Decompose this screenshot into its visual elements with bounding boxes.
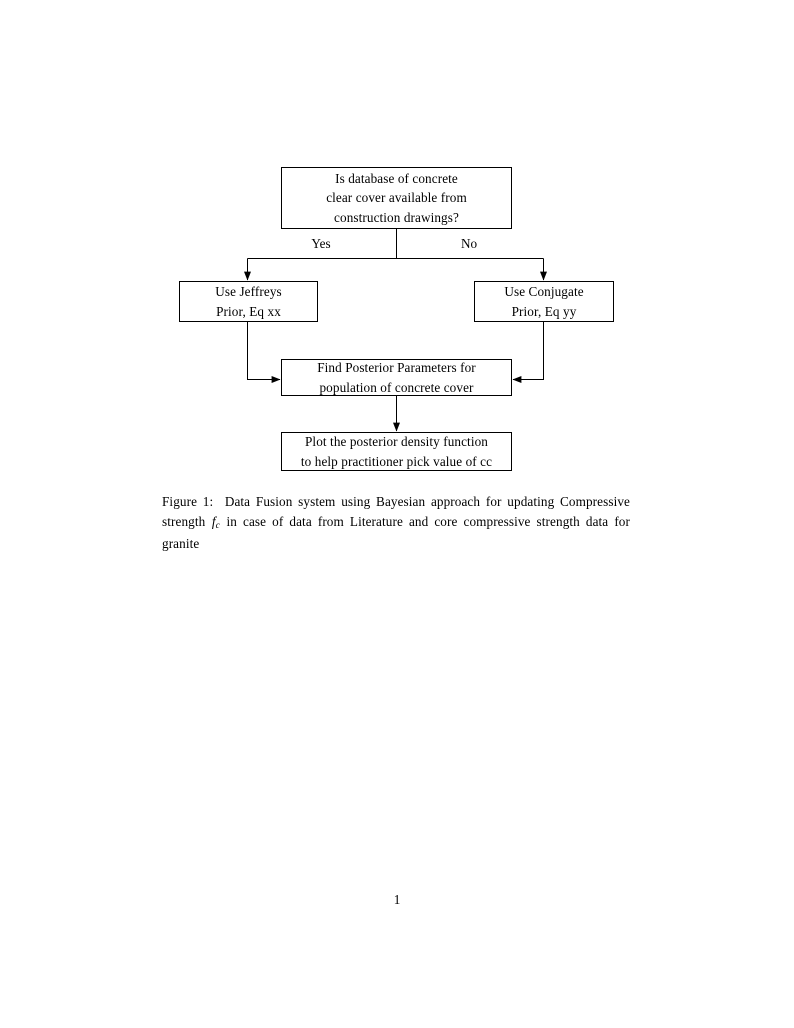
figure-caption: Figure 1: Data Fusion system using Bayes… bbox=[162, 492, 630, 554]
flow-node-jeffreys-line-1: Use Jeffreys bbox=[215, 284, 282, 300]
flow-node-plot-line-2: to help practitioner pick value of cc bbox=[300, 453, 493, 469]
connector-conjugate-to-posterior bbox=[512, 322, 544, 383]
flow-node-conjugate-line-2: Prior, Eq yy bbox=[511, 303, 577, 319]
flow-node-decision-line-2: clear cover available from bbox=[326, 190, 467, 206]
flow-node-posterior-line-2: population of concrete cover bbox=[319, 379, 474, 395]
flow-node-decision-line-3: construction drawings? bbox=[334, 209, 459, 225]
flow-node-conjugate-prior: Use Conjugate Prior, Eq yy bbox=[474, 281, 614, 322]
figure-caption-text-part-2: in case of data from Literature and core… bbox=[162, 514, 630, 551]
figure-caption-math-base: f bbox=[211, 514, 216, 530]
figure-caption-math-symbol: fc bbox=[211, 514, 220, 532]
flow-node-plot-line-1: Plot the posterior density function bbox=[305, 434, 488, 450]
edge-label-yes: Yes bbox=[311, 236, 331, 251]
figure-caption-prefix: Figure 1: bbox=[162, 494, 214, 509]
edge-label-no: No bbox=[460, 236, 478, 251]
flow-node-find-posterior: Find Posterior Parameters for population… bbox=[281, 359, 512, 396]
flow-node-jeffreys-line-2: Prior, Eq xx bbox=[216, 303, 281, 319]
flow-node-conjugate-line-1: Use Conjugate bbox=[504, 284, 584, 300]
flowchart-connectors bbox=[244, 229, 547, 432]
page-number: 1 bbox=[393, 892, 401, 907]
flow-node-plot-density: Plot the posterior density function to h… bbox=[281, 432, 512, 471]
flow-node-decision: Is database of concrete clear cover avai… bbox=[281, 167, 512, 229]
connector-jeffreys-to-posterior bbox=[247, 322, 281, 383]
figure-caption-math-subscript: c bbox=[215, 521, 220, 532]
figure-canvas: Is database of concrete clear cover avai… bbox=[0, 0, 794, 490]
flow-node-jeffreys-prior: Use Jeffreys Prior, Eq xx bbox=[179, 281, 318, 322]
figure-caption-text-part-1: Data Fusion system using Bayesian approa… bbox=[162, 494, 630, 530]
flow-node-posterior-line-1: Find Posterior Parameters for bbox=[317, 360, 476, 376]
flow-node-decision-line-1: Is database of concrete bbox=[335, 170, 458, 186]
